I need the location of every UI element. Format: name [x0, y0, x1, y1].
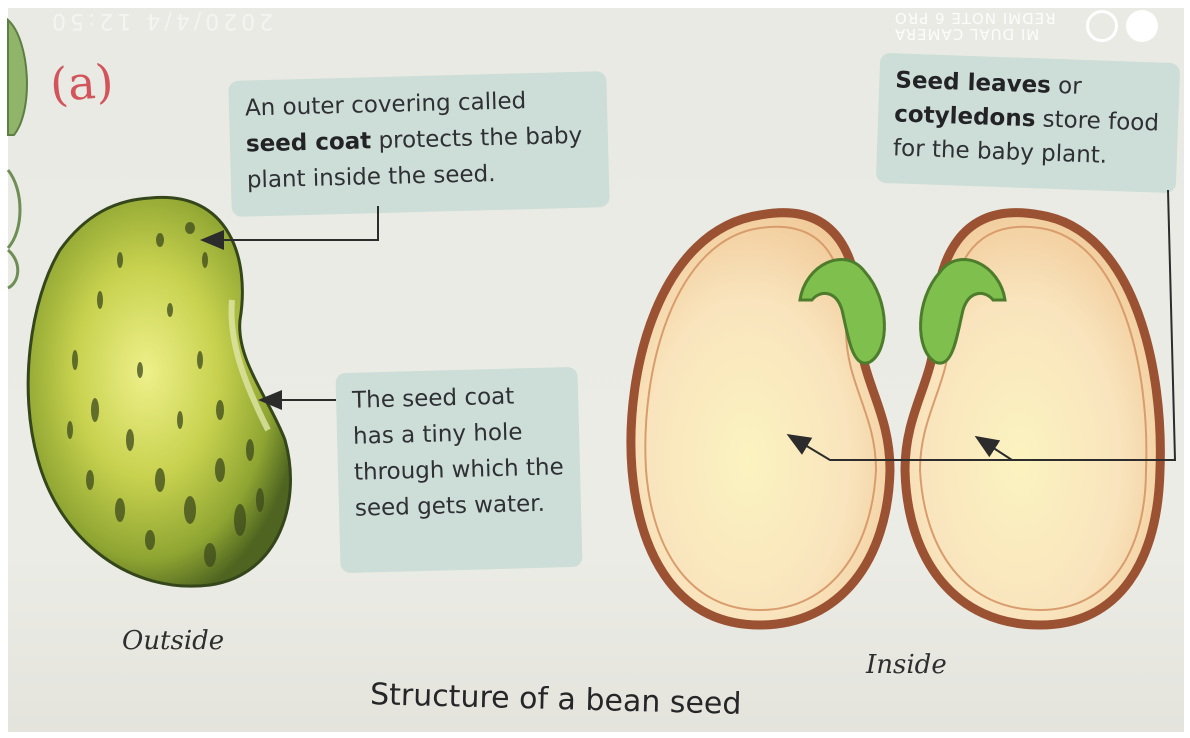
- bean-seed-outside: [28, 197, 290, 586]
- bean-seed-inside: [631, 213, 1160, 625]
- edge-plant-fragment: [8, 20, 27, 288]
